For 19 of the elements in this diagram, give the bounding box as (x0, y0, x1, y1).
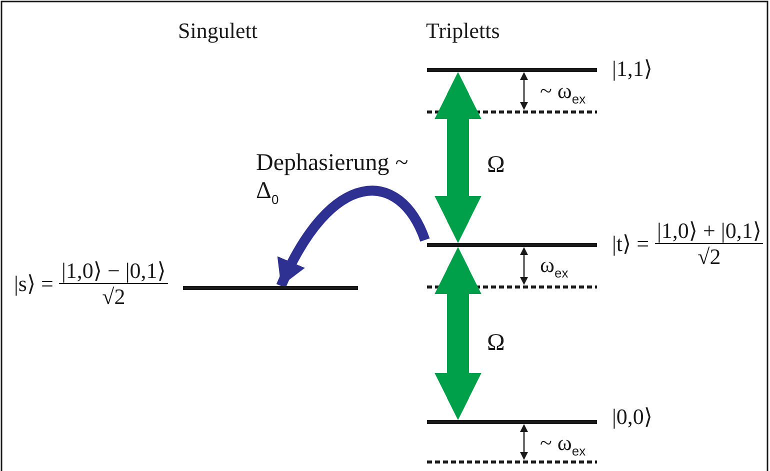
state-label: |s⟩ = (14, 270, 54, 297)
arrow (434, 72, 482, 243)
fraction-denominator: √2 (698, 244, 721, 270)
arrow (276, 186, 430, 288)
dimension-label: ~ ω$_{ex}$ (540, 78, 586, 108)
state-label: |0,0⟩ (612, 404, 652, 430)
arrow (434, 247, 482, 420)
state-label: |t⟩ = (612, 230, 650, 257)
dimension-label: ~ ω$_{ex}$ (540, 430, 586, 460)
fraction-numerator: |1,0⟩ + |0,1⟩ (655, 218, 764, 244)
edge-label: Ω (487, 152, 505, 180)
heading-label: Tripletts (426, 18, 500, 44)
fraction-denominator: √2 (102, 284, 126, 310)
fraction-numerator: |1,0⟩ − |0,1⟩ (59, 258, 168, 284)
edge-label: Ω (487, 330, 505, 358)
state-label: |1,1⟩ (612, 56, 652, 82)
dimension-label: ω$_{ex}$ (540, 252, 568, 282)
heading-label: Singulett (178, 18, 258, 44)
edge-label: Dephasierung ~ Δ$_{0}$ (256, 150, 410, 208)
